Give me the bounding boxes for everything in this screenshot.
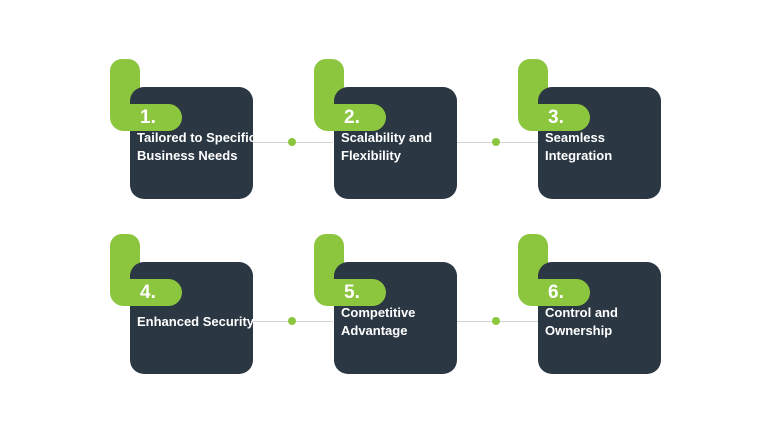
step-label: Control and Ownership xyxy=(545,305,618,338)
step-number: 4. xyxy=(140,282,156,303)
step-1: 1. Tailored to Specific Business Needs xyxy=(110,59,260,199)
step-number-badge xyxy=(518,104,590,131)
step-3: 3. Seamless Integration xyxy=(518,59,668,199)
step-6: 6. Control and Ownership xyxy=(518,234,668,374)
connector-dot xyxy=(492,317,500,325)
step-number: 2. xyxy=(344,107,360,128)
step-number-badge xyxy=(314,279,386,306)
step-number-badge xyxy=(110,104,182,131)
step-number: 5. xyxy=(344,282,360,303)
step-number-badge xyxy=(314,104,386,131)
connector-dot xyxy=(288,138,296,146)
connector-dot xyxy=(288,317,296,325)
step-2: 2. Scalability and Flexibility xyxy=(314,59,464,199)
step-label: Enhanced Security xyxy=(137,314,255,329)
connector-dot xyxy=(492,138,500,146)
step-label: Scalability and Flexibility xyxy=(341,130,433,163)
step-5: 5. Competitive Advantage xyxy=(314,234,464,374)
step-number: 3. xyxy=(548,107,564,128)
step-4: 4. Enhanced Security xyxy=(110,234,260,374)
step-number: 1. xyxy=(140,107,156,128)
step-label: Competitive Advantage xyxy=(341,305,416,338)
step-label: Seamless Integration xyxy=(545,130,613,163)
step-label: Tailored to Specific Business Needs xyxy=(137,130,256,163)
step-number-badge xyxy=(518,279,590,306)
step-number: 6. xyxy=(548,282,564,303)
step-number-badge xyxy=(110,279,182,306)
